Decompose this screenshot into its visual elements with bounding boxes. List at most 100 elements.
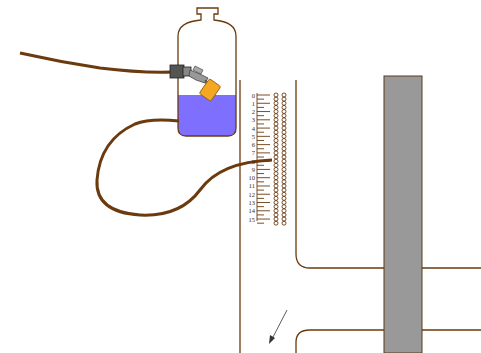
hole xyxy=(282,101,286,105)
scale-tick xyxy=(257,181,264,182)
scale-tick xyxy=(257,99,264,100)
hole xyxy=(282,97,286,101)
hole xyxy=(282,138,286,142)
scale-number: 13 xyxy=(241,199,255,206)
hole xyxy=(282,184,286,188)
scale-tick xyxy=(257,148,264,149)
hole xyxy=(274,192,278,196)
scale-tick xyxy=(257,177,270,178)
scale-number: 0 xyxy=(241,92,255,99)
grey-bar xyxy=(384,76,422,353)
hole xyxy=(282,143,286,147)
scale-number: 2 xyxy=(241,108,255,115)
hole xyxy=(274,205,278,209)
hole xyxy=(282,205,286,209)
scale-tick xyxy=(257,198,264,199)
hole xyxy=(282,122,286,126)
hole xyxy=(282,221,286,225)
scale-number: 7 xyxy=(241,149,255,156)
scale-tick xyxy=(257,103,270,104)
hole xyxy=(274,151,278,155)
scale-number: 12 xyxy=(241,191,255,198)
scale-number: 11 xyxy=(241,182,255,189)
scale-tick xyxy=(257,214,264,215)
hole xyxy=(274,105,278,109)
scale-tick xyxy=(257,169,270,170)
scale-number: 10 xyxy=(241,174,255,181)
hole xyxy=(274,180,278,184)
hole xyxy=(274,147,278,151)
scale-number: 3 xyxy=(241,116,255,123)
hole xyxy=(274,176,278,180)
scale-tick xyxy=(257,119,270,120)
inlet-tube xyxy=(20,53,172,72)
scale-number: 15 xyxy=(241,216,255,223)
scale-tick xyxy=(257,161,270,162)
scale-tick xyxy=(257,185,270,186)
scale-number: 1 xyxy=(241,100,255,107)
outlet-tube xyxy=(97,120,272,215)
hole xyxy=(282,118,286,122)
hole xyxy=(282,167,286,171)
hole xyxy=(282,172,286,176)
hole xyxy=(282,126,286,130)
float-tag xyxy=(199,79,221,102)
hole xyxy=(282,209,286,213)
scale-number: 6 xyxy=(241,141,255,148)
hole xyxy=(274,217,278,221)
hole xyxy=(282,151,286,155)
scale-tick xyxy=(257,95,270,96)
scale-tick xyxy=(257,136,270,137)
hole xyxy=(282,155,286,159)
hole xyxy=(274,201,278,205)
scale-tick xyxy=(257,140,264,141)
hole xyxy=(282,201,286,205)
hole xyxy=(274,172,278,176)
hole xyxy=(274,155,278,159)
hole xyxy=(282,105,286,109)
scale-tick xyxy=(257,132,264,133)
hole xyxy=(274,188,278,192)
hole xyxy=(274,110,278,114)
hole xyxy=(282,213,286,217)
scale xyxy=(257,93,286,225)
hole xyxy=(274,93,278,97)
scale-tick xyxy=(257,107,264,108)
scale-number: 14 xyxy=(241,207,255,214)
scale-tick xyxy=(257,128,270,129)
hole xyxy=(282,110,286,114)
hole xyxy=(282,93,286,97)
scale-tick xyxy=(257,111,270,112)
scale-tick xyxy=(257,173,264,174)
hole xyxy=(274,122,278,126)
hole xyxy=(274,167,278,171)
hole xyxy=(282,114,286,118)
scale-tick xyxy=(257,223,264,224)
hole xyxy=(274,126,278,130)
hole xyxy=(282,217,286,221)
scale-number: 8 xyxy=(241,158,255,165)
bottle xyxy=(178,8,236,136)
hole xyxy=(274,221,278,225)
hole xyxy=(282,147,286,151)
hole xyxy=(274,196,278,200)
hole xyxy=(274,130,278,134)
scale-tick xyxy=(257,219,270,220)
hole xyxy=(274,143,278,147)
scale-tick xyxy=(257,152,270,153)
flow-arrow xyxy=(269,310,287,344)
hole xyxy=(274,159,278,163)
scale-spine xyxy=(257,93,258,221)
hole xyxy=(282,180,286,184)
scale-number: 4 xyxy=(241,125,255,132)
scale-tick xyxy=(257,202,270,203)
hole xyxy=(282,188,286,192)
scale-tick xyxy=(257,115,264,116)
hole xyxy=(274,209,278,213)
hole xyxy=(274,184,278,188)
scale-tick xyxy=(257,144,270,145)
scale-tick xyxy=(257,194,270,195)
hole xyxy=(274,138,278,142)
scale-tick xyxy=(257,210,270,211)
